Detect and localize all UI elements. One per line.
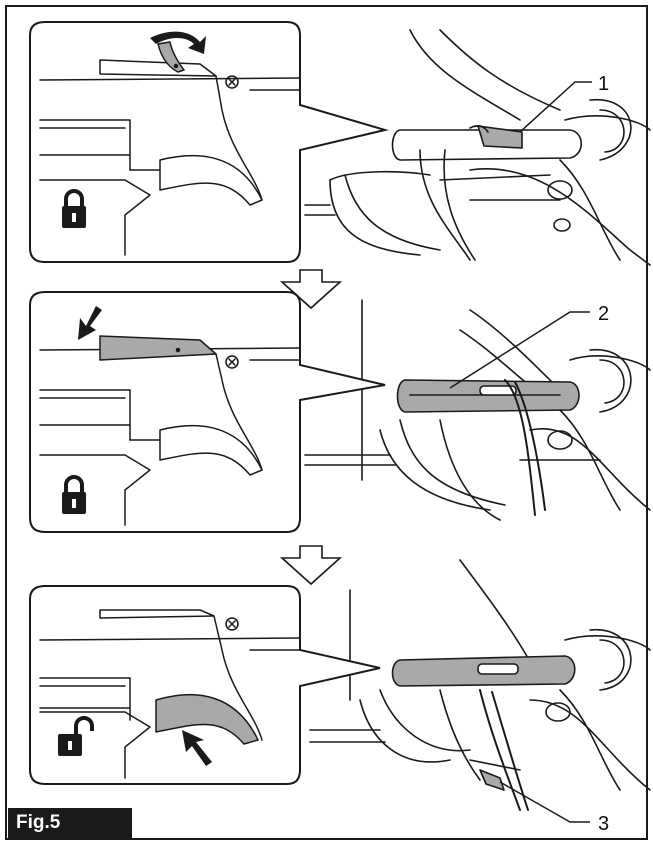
down-arrow-icon-1 (279, 269, 343, 310)
svg-text:3: 3 (598, 813, 609, 835)
rotation-arrow-icon (150, 31, 206, 54)
detail-view-3 (39, 609, 301, 779)
switch-trigger-3 (479, 769, 505, 791)
press-arrow-icon (78, 306, 102, 340)
tool-illustration-3 (309, 559, 651, 811)
step-3 (29, 559, 651, 811)
detail-trigger-3 (155, 693, 259, 745)
svg-text:1: 1 (598, 73, 609, 95)
pull-arrow-icon (182, 730, 212, 766)
detail-view-1 (39, 41, 301, 256)
outer-frame (5, 5, 648, 840)
lock-open-icon (58, 716, 94, 756)
tool-illustration-1 (304, 29, 651, 266)
callout-2: 2 (449, 303, 609, 389)
detail-view-2 (39, 335, 301, 526)
lock-closed-icon (62, 475, 86, 514)
svg-text:2: 2 (598, 303, 609, 325)
down-arrow-icon-2 (279, 545, 343, 586)
lock-closed-icon (62, 189, 86, 228)
figure-label: Fig.5 (8, 808, 132, 838)
callout-box-3 (29, 585, 381, 785)
callout-3: 3 (499, 781, 609, 835)
step-1 (29, 21, 651, 266)
callout-box-1 (29, 21, 389, 263)
step-2 (29, 291, 651, 533)
callout-1: 1 (519, 73, 609, 133)
lock-lever-1 (477, 125, 523, 149)
tool-illustration-2 (304, 299, 651, 521)
